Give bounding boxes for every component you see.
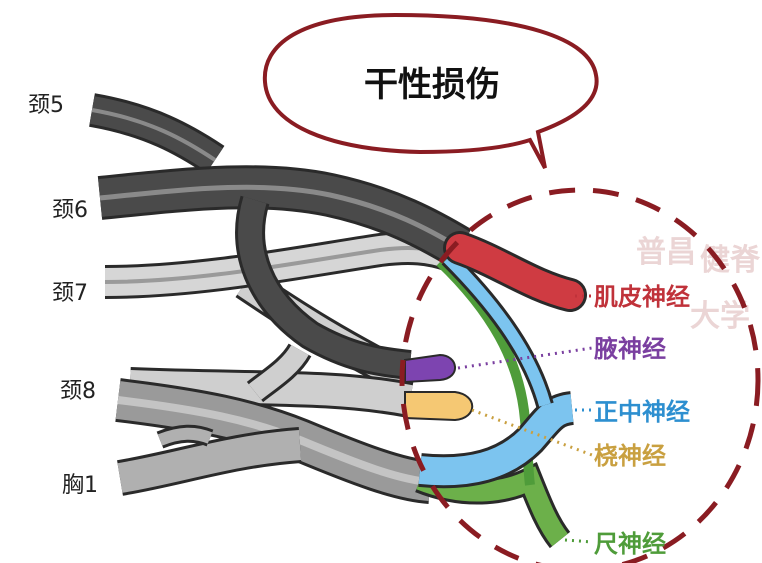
nerve-label-axillary: 腋神经 — [594, 335, 666, 363]
root-label-c8: 颈8 — [60, 379, 96, 404]
root-label-c7: 颈7 — [52, 281, 88, 306]
leader-radial — [471, 408, 593, 457]
watermark-line1: 普昌 — [636, 235, 696, 270]
title-speech-bubble: 干性损伤 — [262, 12, 599, 169]
root-label-c6: 颈6 — [52, 198, 88, 223]
radial-nerve-shape — [404, 391, 474, 422]
root-labels: 颈5 颈6 颈7 颈8 胸1 — [28, 93, 98, 498]
upper-trunk — [88, 93, 472, 380]
terminal-nerves — [404, 231, 587, 549]
root-label-c5: 颈5 — [28, 93, 64, 118]
watermark-line3: 大学 — [690, 299, 750, 334]
lower-trunk — [115, 378, 433, 504]
leader-lines — [457, 294, 593, 544]
nerve-labels: 肌皮神经 腋神经 正中神经 桡神经 尺神经 — [594, 283, 690, 558]
nerve-label-median: 正中神经 — [594, 398, 690, 426]
leader-ulnar — [564, 538, 593, 544]
middle-trunk — [104, 230, 456, 299]
leader-axillary — [457, 346, 593, 370]
injury-zone-dashed-circle — [399, 187, 761, 563]
nerve-label-musculocutaneous: 肌皮神经 — [594, 283, 690, 311]
root-label-t1: 胸1 — [62, 473, 98, 498]
axillary-nerve-shape — [404, 353, 456, 384]
nerve-label-radial: 桡神经 — [594, 442, 666, 470]
nerve-label-ulnar: 尺神经 — [594, 530, 666, 558]
page-title: 干性损伤 — [364, 65, 500, 105]
